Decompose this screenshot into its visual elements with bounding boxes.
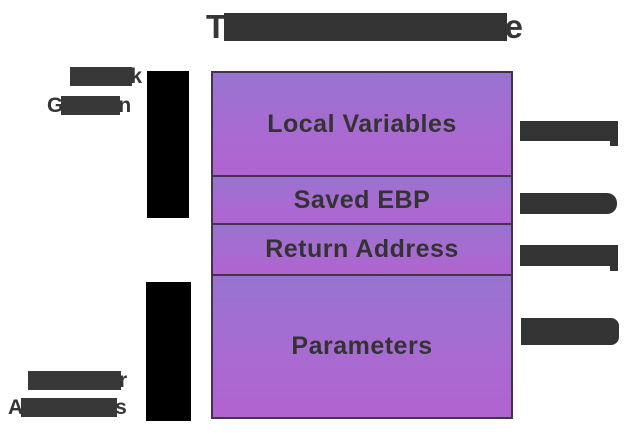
upper-arrow-redaction-bar — [147, 71, 189, 218]
label-redaction-bar — [61, 96, 121, 115]
higher-addresses-line2: A s — [8, 394, 127, 421]
offset-redaction-bar-local-variables — [520, 121, 618, 146]
higher-addresses-line2-suffix: s — [115, 396, 127, 419]
diagram-title: T e — [206, 8, 524, 45]
higher-addresses-line1-suffix: r — [119, 369, 128, 392]
higher-addresses-line2-prefix: A — [8, 396, 24, 419]
higher-addresses-label: r A s — [8, 367, 127, 421]
stack-growth-line2-prefix: G — [47, 94, 64, 117]
lower-arrow-redaction-bar — [146, 282, 191, 421]
stack-row-label: Local Variables — [267, 109, 457, 138]
stack-row-parameters: Parameters — [213, 274, 511, 417]
stack-growth-line1: k — [47, 62, 142, 91]
offset-redaction-bar-saved-ebp — [520, 193, 617, 214]
title-visible-prefix: T — [206, 8, 227, 45]
label-redaction-bar — [70, 67, 133, 86]
offset-redaction-bar-parameters — [521, 318, 619, 345]
stack-growth-label: k G n — [47, 62, 142, 120]
stack-row-local-variables: Local Variables — [213, 73, 511, 175]
stack-row-label: Saved EBP — [293, 185, 431, 214]
stack-growth-line2-suffix: n — [118, 94, 132, 117]
stack-row-label: Parameters — [291, 332, 433, 360]
stack-box: Local Variables Saved EBP Return Address… — [211, 71, 513, 419]
stack-row-label: Return Address — [265, 235, 459, 263]
label-redaction-bar — [28, 371, 121, 390]
stack-growth-line1-suffix: k — [130, 65, 142, 88]
higher-addresses-line1: r — [28, 367, 127, 394]
stack-row-return-address: Return Address — [213, 223, 511, 274]
label-redaction-bar — [21, 398, 118, 417]
stack-growth-line2: G n — [47, 91, 142, 120]
stack-row-saved-ebp: Saved EBP — [213, 175, 511, 223]
title-redaction-bar — [223, 13, 507, 41]
title-visible-suffix: e — [504, 8, 524, 45]
offset-redaction-bar-return-address — [520, 245, 618, 271]
